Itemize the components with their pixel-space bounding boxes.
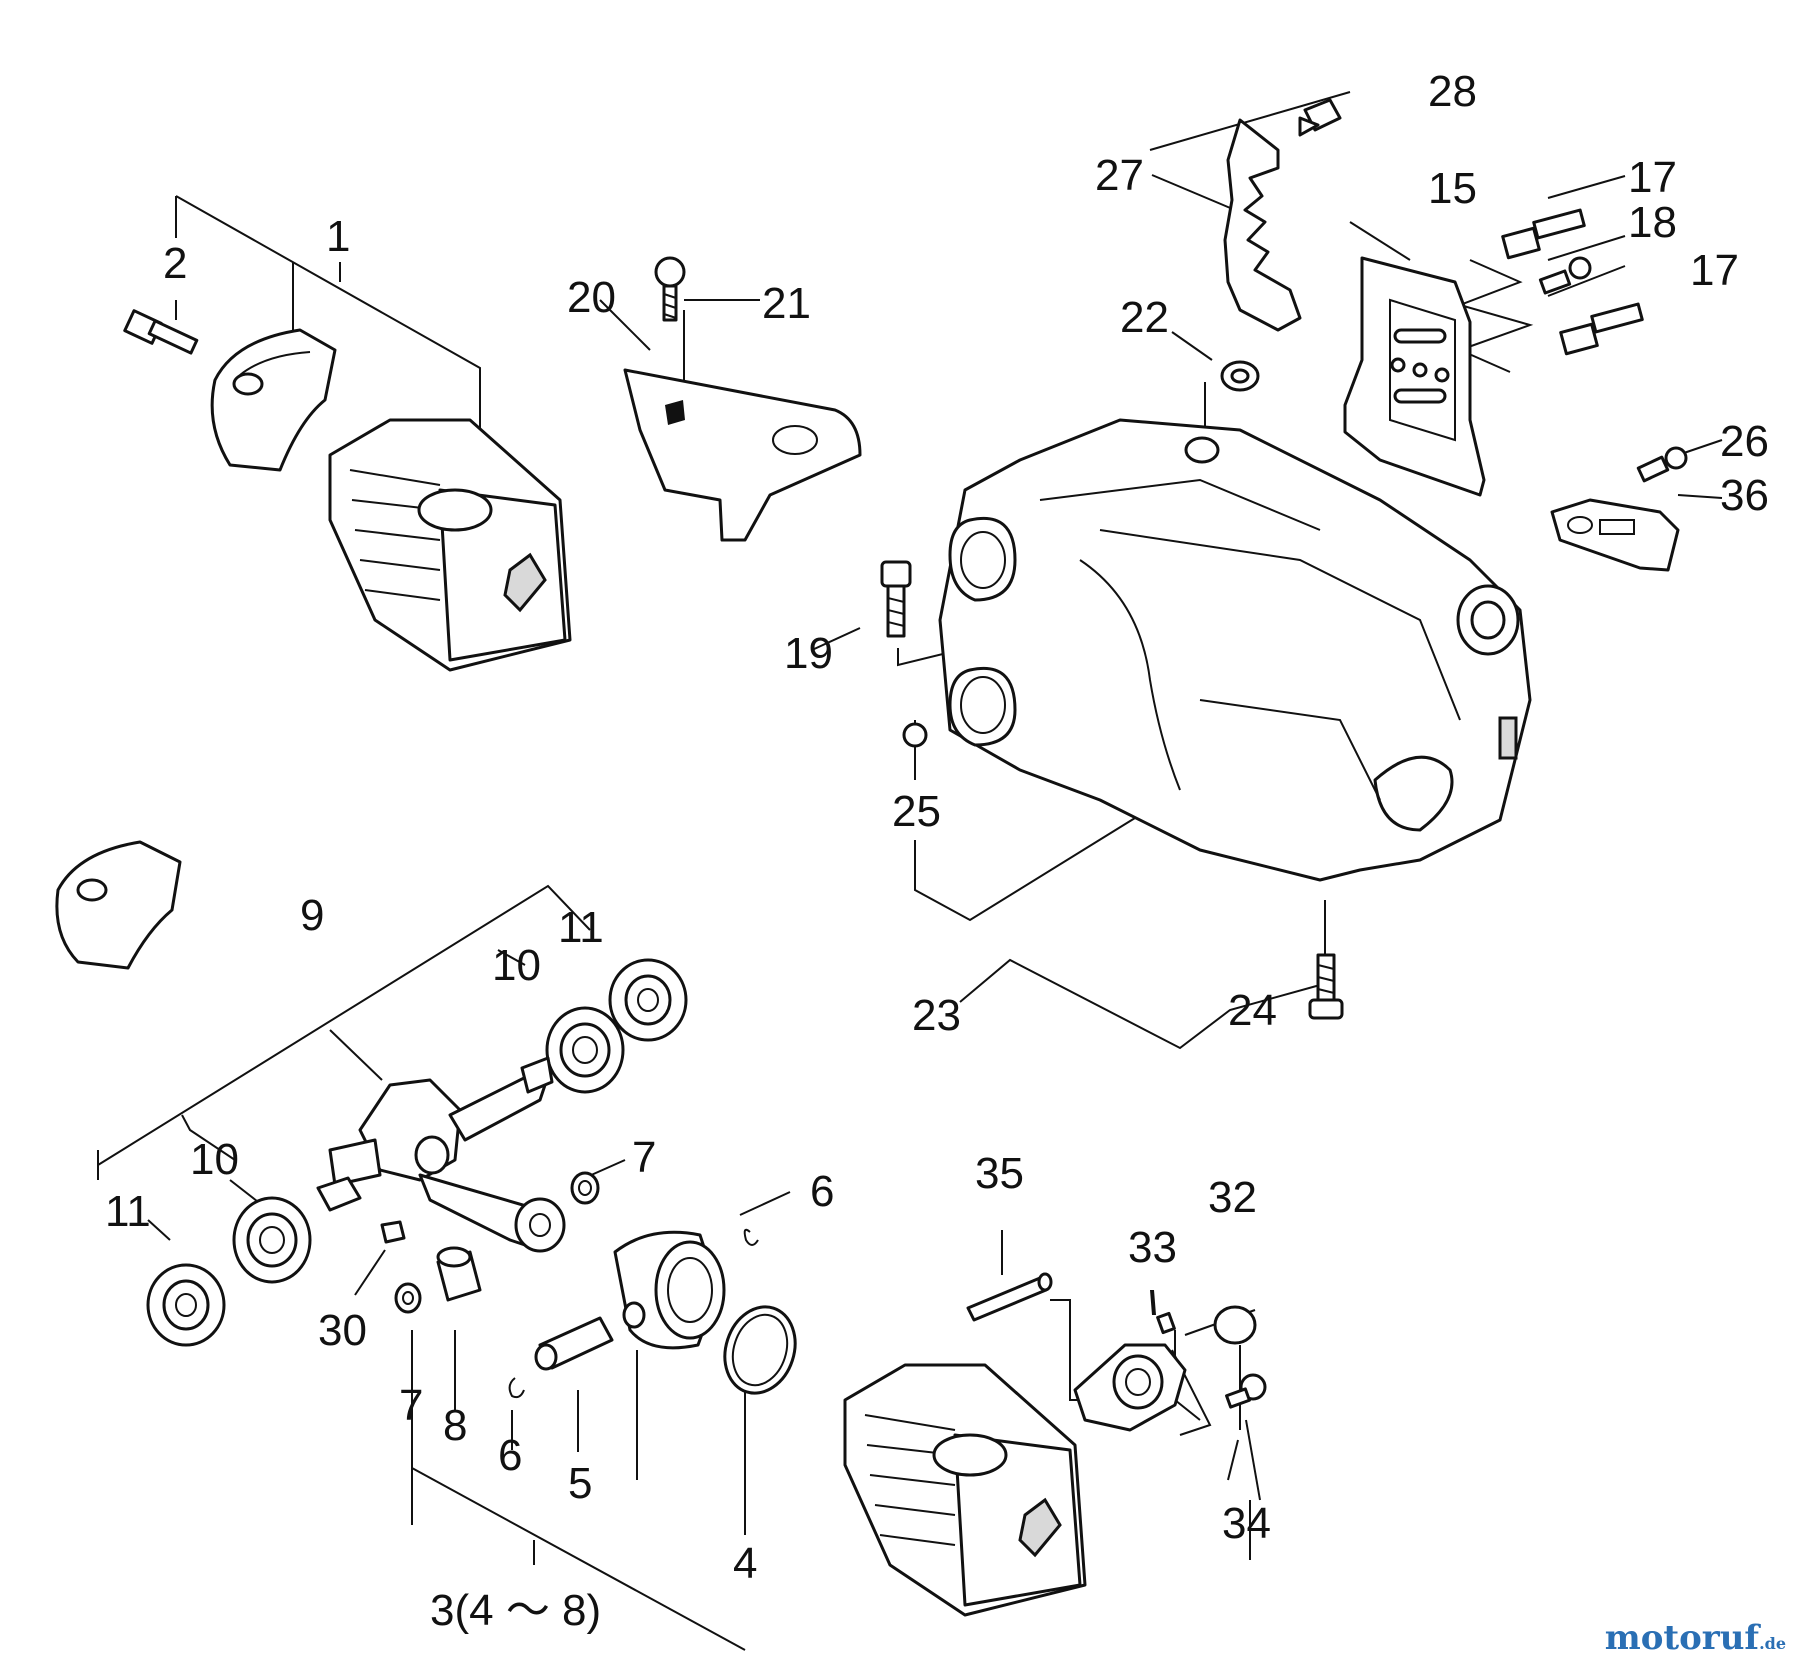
label-8: 8	[443, 1401, 467, 1450]
screw-part-18	[1538, 256, 1592, 295]
label-22: 22	[1120, 293, 1169, 342]
valve-housing	[1073, 1343, 1187, 1432]
label-9: 9	[300, 891, 324, 940]
piston-ring-part-4	[723, 1305, 797, 1395]
label-25: 25	[892, 787, 941, 836]
label-23: 23	[912, 991, 961, 1040]
label-28: 28	[1428, 67, 1477, 116]
label-11-left: 11	[105, 1187, 151, 1236]
label-17-lower: 17	[1690, 246, 1739, 295]
screw-part-34	[1225, 1373, 1267, 1409]
stud-part-17-upper	[1501, 208, 1586, 260]
label-35: 35	[975, 1149, 1024, 1198]
washer-part-7-upper	[570, 1171, 600, 1205]
label-36: 36	[1720, 471, 1769, 520]
label-7-upper: 7	[632, 1133, 656, 1182]
label-34: 34	[1222, 1499, 1271, 1548]
label-4: 4	[733, 1539, 757, 1588]
label-6-lower: 6	[498, 1431, 522, 1480]
bumper-spike-part-27	[1223, 118, 1302, 332]
bar-plate-part-15	[1343, 256, 1486, 497]
label-18: 18	[1628, 198, 1677, 247]
cylinder-clamp	[210, 328, 337, 472]
label-30: 30	[318, 1306, 367, 1355]
cylinder-clamp-spare	[55, 840, 182, 970]
grommet-part-22	[1220, 360, 1260, 392]
oil-seal-part-11-right	[608, 958, 688, 1042]
label-7-lower: 7	[399, 1381, 423, 1430]
label-15: 15	[1428, 164, 1477, 213]
label-33: 33	[1128, 1223, 1177, 1272]
screw-part-26	[1636, 446, 1688, 483]
woodruff-key-part-30	[380, 1220, 406, 1244]
needle-bearing-part-8	[436, 1246, 482, 1302]
screw-part-28	[1298, 98, 1342, 137]
bearing-part-10-left	[232, 1196, 312, 1284]
label-20: 20	[567, 273, 616, 322]
stud-part-17-lower	[1559, 302, 1644, 356]
label-27: 27	[1095, 151, 1144, 200]
watermark-suffix: .de	[1759, 1634, 1786, 1653]
o-ring-part-25	[902, 722, 928, 748]
label-11-right: 11	[558, 903, 604, 952]
bolt-part-19	[880, 560, 912, 638]
plug-part-32	[1213, 1305, 1257, 1345]
bolt-part-2	[123, 309, 199, 355]
label-24: 24	[1228, 986, 1277, 1035]
piston-part-3	[613, 1230, 726, 1350]
label-10-right: 10	[492, 941, 541, 990]
label-6-upper: 6	[810, 1167, 834, 1216]
label-26: 26	[1720, 417, 1769, 466]
bolt-part-24	[1308, 953, 1344, 1020]
crankcase-part-23	[938, 418, 1532, 882]
label-2: 2	[163, 239, 187, 288]
plate-part-20	[623, 368, 862, 542]
label-1: 1	[326, 212, 350, 261]
label-21: 21	[762, 279, 811, 328]
callout-labels: 1 2 20 21 28 27 15 17 18 17 22 26 36 19 …	[105, 67, 1769, 1635]
circlip-part-6-upper	[743, 1228, 759, 1246]
chain-catcher-part-36	[1550, 498, 1680, 572]
label-5: 5	[568, 1459, 592, 1508]
label-32: 32	[1208, 1173, 1257, 1222]
watermark-text: motoruf	[1604, 1618, 1760, 1658]
watermark-logo: motoruf.de	[1605, 1618, 1786, 1658]
label-3-range: 3(4 ～ 8)	[430, 1586, 601, 1635]
cylinder-lower	[843, 1363, 1087, 1617]
pin-part-35	[966, 1272, 1053, 1322]
washer-part-7-lower	[394, 1282, 422, 1314]
label-17-upper: 17	[1628, 153, 1677, 202]
crankshaft-part-9	[316, 1056, 566, 1253]
label-10-left: 10	[190, 1135, 239, 1184]
screw-part-21	[654, 256, 686, 322]
bearing-part-10-right	[545, 1006, 625, 1094]
piston-pin-part-5	[534, 1316, 614, 1371]
circlip-part-6-lower	[508, 1377, 525, 1399]
label-19: 19	[784, 629, 833, 678]
pin-part-33	[1150, 1290, 1176, 1335]
oil-seal-part-11-left	[146, 1263, 226, 1347]
cylinder-upper	[328, 418, 572, 672]
